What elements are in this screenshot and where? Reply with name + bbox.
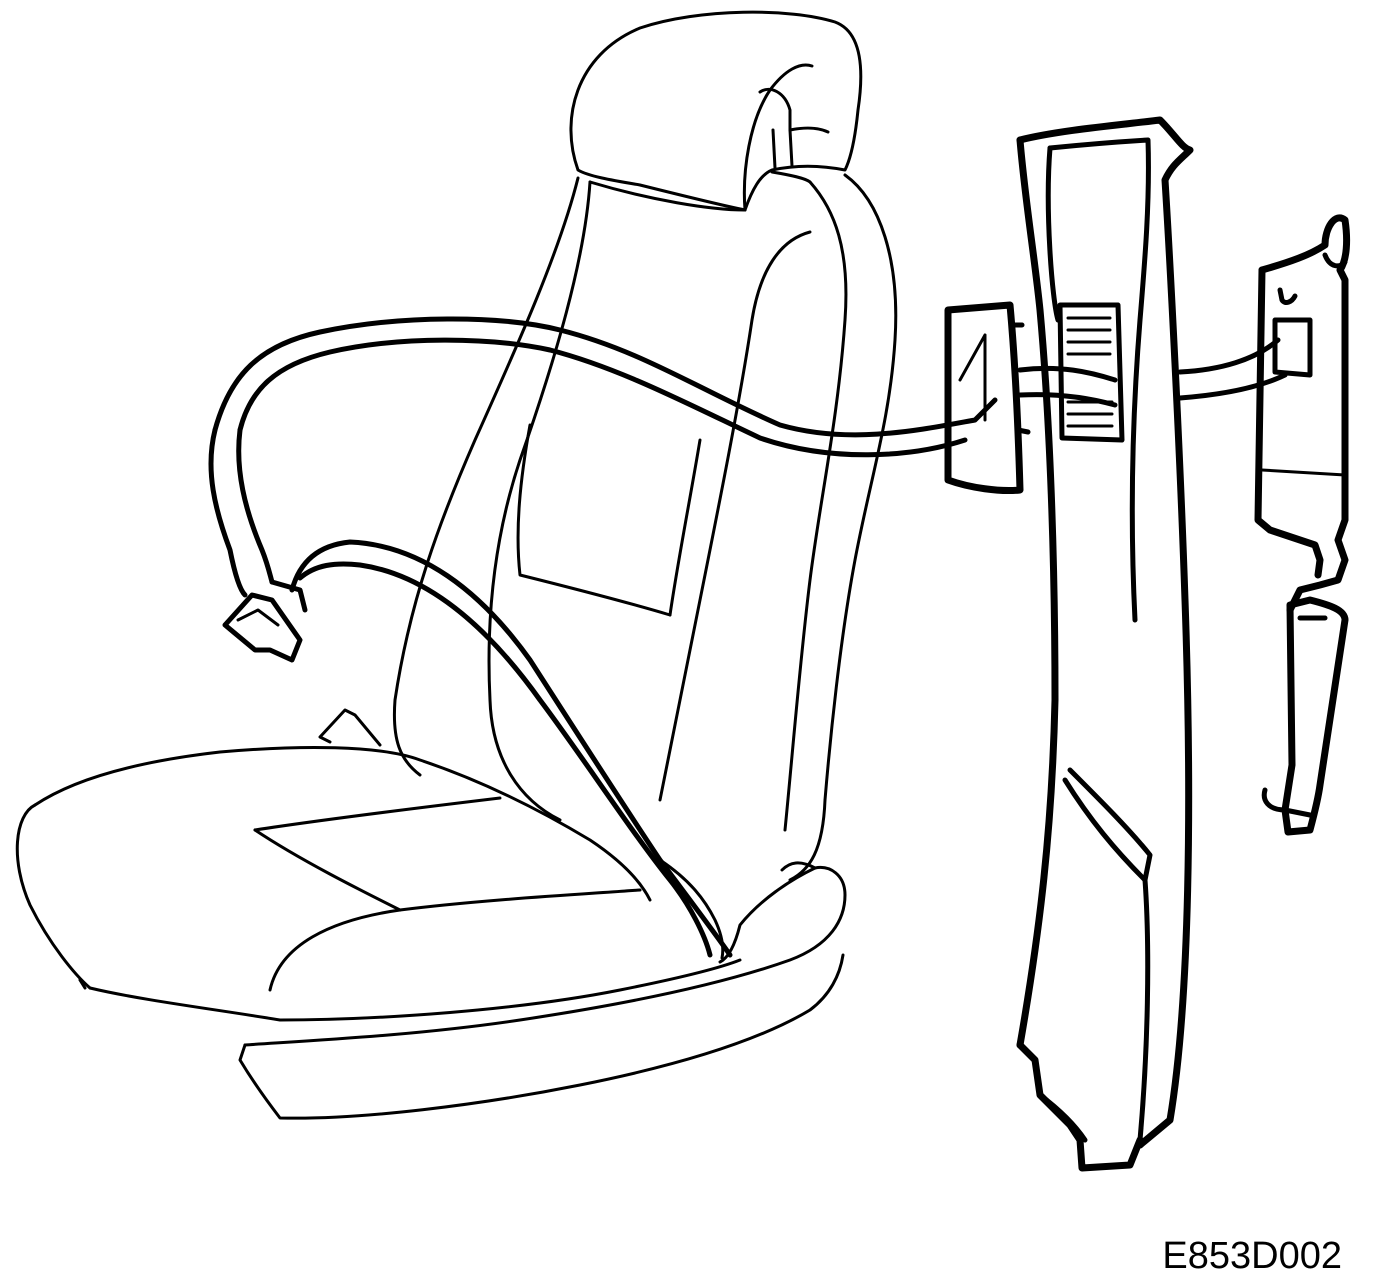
belt-tongue — [222, 579, 308, 663]
figure-reference-code: E853D002 — [1162, 1235, 1342, 1277]
seat-belt-webbing — [208, 316, 1288, 960]
headrest — [569, 10, 863, 212]
belt-retractor — [1254, 214, 1351, 836]
b-pillar-trim — [1016, 116, 1194, 1172]
belt-guide — [944, 301, 1031, 494]
seat-cushion — [15, 708, 847, 1120]
backrest — [392, 170, 898, 882]
seat-assembly — [15, 10, 898, 1120]
